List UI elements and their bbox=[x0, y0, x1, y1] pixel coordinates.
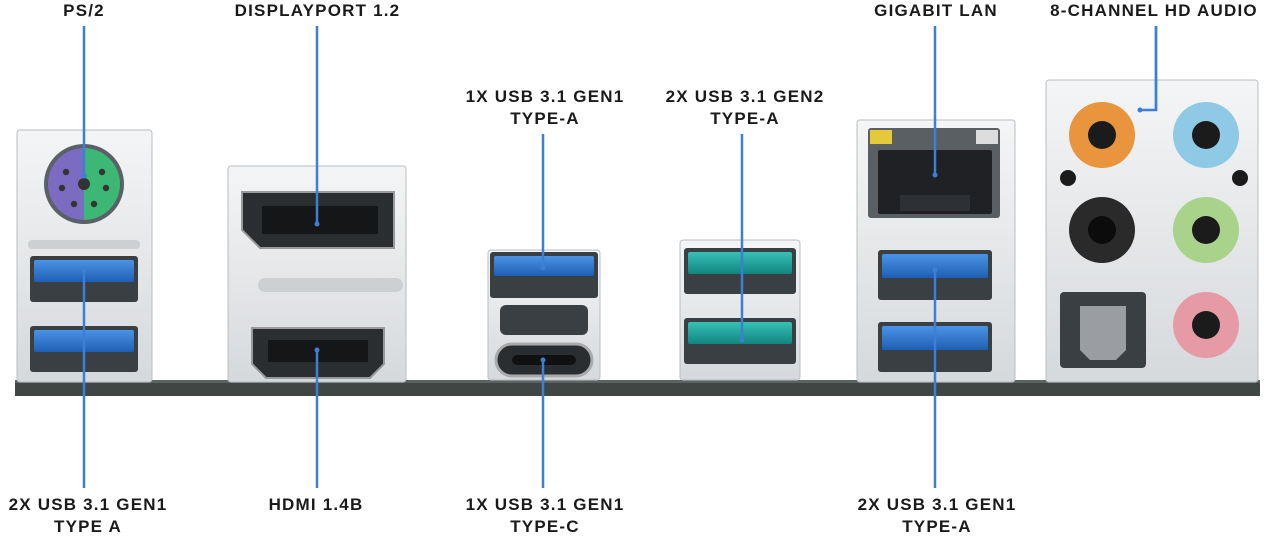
label-line-2: TYPE-A bbox=[510, 109, 580, 128]
leader-endpoint-8 bbox=[540, 357, 546, 363]
label-hdmi: HDMI 1.4B bbox=[268, 495, 364, 514]
video-bracket bbox=[227, 165, 407, 383]
usb-gen2-bracket bbox=[679, 239, 801, 381]
leader-endpoint-6 bbox=[81, 267, 87, 273]
leader-lines bbox=[81, 26, 1158, 488]
label-line-1: 2X USB 3.1 GEN1 bbox=[8, 495, 168, 514]
audio-bracket bbox=[1045, 79, 1259, 383]
leader-endpoint-7 bbox=[314, 347, 320, 353]
label-line-1: 2X USB 3.1 GEN1 bbox=[857, 495, 1017, 514]
motherboard-edge bbox=[15, 380, 1260, 396]
label-hd-audio: 8-CHANNEL HD AUDIO bbox=[1050, 1, 1258, 20]
label-usb-gen1-type-c: 1X USB 3.1 GEN1 TYPE-C bbox=[440, 494, 650, 538]
label-line-2: TYPE-A bbox=[710, 109, 780, 128]
ps2-usb-bracket bbox=[16, 129, 153, 383]
label-usb-gen1-type-a-right: 2X USB 3.1 GEN1 TYPE-A bbox=[832, 494, 1042, 538]
label-displayport: DISPLAYPORT 1.2 bbox=[234, 1, 401, 20]
leader-hd-audio bbox=[1140, 26, 1158, 112]
label-line-2: TYPE A bbox=[54, 517, 122, 536]
leader-endpoint-2 bbox=[540, 265, 546, 271]
label-line-2: TYPE-A bbox=[902, 517, 972, 536]
label-usb-gen1-type-a-left: 2X USB 3.1 GEN1 TYPE A bbox=[0, 494, 176, 538]
label-line-1: 1X USB 3.1 GEN1 bbox=[465, 495, 625, 514]
label-gigabit-lan: GIGABIT LAN bbox=[874, 1, 998, 20]
label-usb-gen2-type-a: 2X USB 3.1 GEN2 TYPE-A bbox=[640, 86, 850, 130]
label-line-1: 2X USB 3.1 GEN2 bbox=[665, 87, 825, 106]
label-usb-gen1-type-a-top: 1X USB 3.1 GEN1 TYPE-A bbox=[440, 86, 650, 130]
label-line-2: TYPE-C bbox=[510, 517, 580, 536]
leader-endpoint-9 bbox=[932, 267, 938, 273]
leader-endpoint-5 bbox=[1137, 107, 1143, 113]
leader-endpoint-3 bbox=[739, 337, 745, 343]
label-line-1: 1X USB 3.1 GEN1 bbox=[465, 87, 625, 106]
leader-endpoint-0 bbox=[81, 173, 87, 179]
leader-endpoint-1 bbox=[314, 221, 320, 227]
leader-endpoint-4 bbox=[932, 172, 938, 178]
label-ps2: PS/2 bbox=[63, 1, 105, 20]
